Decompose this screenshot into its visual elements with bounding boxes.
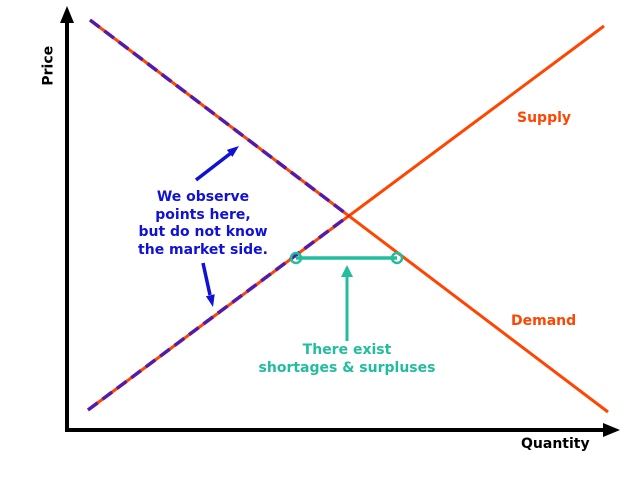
shortage-arrowhead-icon	[341, 265, 353, 277]
observed-points-annotation: We observe points here, but do not know …	[138, 189, 268, 258]
demand-curve-label: Demand	[511, 313, 577, 329]
observed-arrowhead-supply-icon	[205, 294, 215, 307]
shortage-marker-supply	[289, 251, 303, 265]
shortage-marker-demand	[390, 251, 404, 265]
supply-curve-label: Supply	[517, 110, 572, 126]
y-axis-arrowhead-icon	[60, 6, 74, 23]
observed-points-demand-segment	[88, 18, 351, 218]
shortage-surplus-annotation: There exist shortages & surpluses	[258, 342, 436, 376]
observed-arrowhead-demand-icon	[226, 146, 239, 157]
observed-arrow-to-supply	[201, 262, 212, 296]
observed-arrow-to-demand	[194, 151, 233, 182]
x-axis-label: Quantity	[521, 436, 590, 452]
y-axis-label: Price	[40, 45, 57, 86]
x-axis-arrowhead-icon	[603, 423, 620, 437]
supply-line	[87, 24, 605, 412]
